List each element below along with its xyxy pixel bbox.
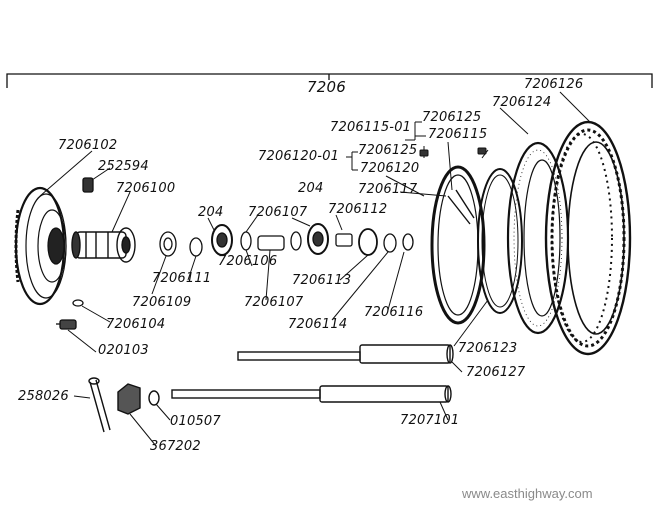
part-label-7206115: 7206115 — [428, 127, 488, 142]
bearing-stack — [159, 223, 414, 257]
part-label-7206120: 7206120 — [360, 161, 420, 176]
part-label-204-left: 204 — [198, 205, 224, 220]
axles — [171, 344, 454, 403]
part-label-7206120-01: 7206120-01 — [258, 149, 340, 164]
part-label-7206123: 7206123 — [458, 341, 518, 356]
part-label-7206117: 7206117 — [358, 182, 418, 197]
part-label-7206106: 7206106 — [218, 254, 278, 269]
small-fasteners — [56, 177, 94, 330]
part-label-7206115-01: 7206115-01 — [330, 120, 412, 135]
part-label-7206107-top: 7206107 — [248, 205, 308, 220]
part-label-7206104: 7206104 — [106, 317, 166, 332]
part-label-7206109: 7206109 — [132, 295, 192, 310]
brake-drum — [14, 186, 67, 306]
part-label-7206125-mid: 7206125 — [358, 143, 418, 158]
part-label-7206125-top: 7206125 — [422, 110, 482, 125]
part-label-010507: 010507 — [170, 414, 221, 429]
part-label-7206116: 7206116 — [364, 305, 424, 320]
part-label-7206100: 7206100 — [116, 181, 176, 196]
wheel-rim — [430, 165, 486, 325]
axle-fasteners — [88, 377, 160, 433]
wheel-hub — [71, 227, 136, 263]
assembly-bracket — [6, 73, 653, 88]
assembly-number: 7206 — [307, 78, 346, 96]
part-label-7206113: 7206113 — [292, 273, 352, 288]
part-label-258026: 258026 — [18, 389, 69, 404]
part-label-020103: 020103 — [98, 343, 149, 358]
part-label-252594: 252594 — [98, 159, 149, 174]
part-label-7206102: 7206102 — [58, 138, 118, 153]
part-label-367202: 367202 — [150, 439, 201, 454]
part-label-7206124: 7206124 — [492, 95, 552, 110]
part-label-7207101: 7207101 — [400, 413, 460, 428]
tire — [544, 120, 632, 356]
valve-screws — [419, 147, 487, 157]
part-label-204-right: 204 — [298, 181, 324, 196]
part-label-7206112: 7206112 — [328, 202, 388, 217]
website-watermark: www.easthighway.com — [462, 486, 593, 501]
part-label-7206114: 7206114 — [288, 317, 348, 332]
part-label-7206111: 7206111 — [152, 271, 212, 286]
part-label-7206107-bottom: 7206107 — [244, 295, 304, 310]
part-label-7206126: 7206126 — [524, 77, 584, 92]
leader-lines — [39, 91, 591, 447]
rim-flange — [477, 168, 523, 314]
part-label-7206127: 7206127 — [466, 365, 526, 380]
